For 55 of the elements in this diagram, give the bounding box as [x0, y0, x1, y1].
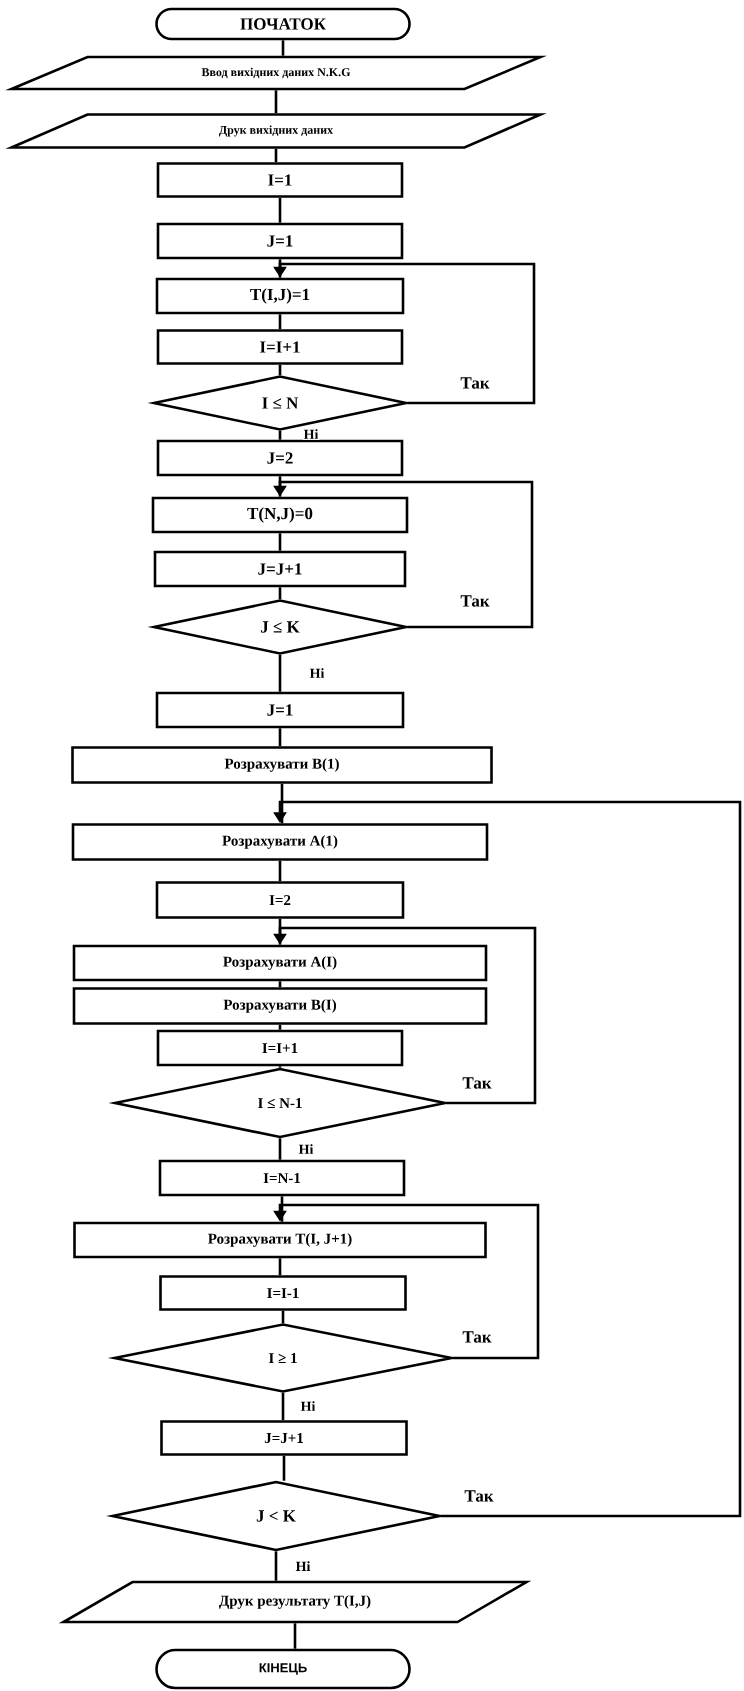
connector: [278, 860, 282, 882]
connector: [278, 1066, 282, 1068]
connector: [278, 476, 282, 497]
edge-label: Так: [459, 594, 491, 608]
process-box: Розрахувати T(I, J+1): [73, 1221, 487, 1259]
connector: [281, 40, 285, 56]
process-box: J=1: [155, 691, 405, 729]
process-box: J=1: [156, 222, 404, 260]
connector: [281, 1392, 285, 1421]
edge-label: Ні: [299, 1400, 317, 1412]
connector: [274, 90, 278, 114]
edge-label: Так: [461, 1076, 493, 1090]
connector: [274, 148, 278, 163]
edge-label: Так: [461, 1330, 493, 1344]
process-box: I=2: [155, 881, 405, 919]
process-box: T(N,J)=0: [151, 496, 409, 534]
process-box: I=1: [156, 162, 404, 198]
connector: [274, 1551, 278, 1581]
process-box: Розрахувати B(1): [71, 746, 493, 784]
process-box: Розрахувати B(I): [72, 987, 488, 1025]
connector: [280, 1196, 284, 1222]
edge-label: Ні: [302, 428, 320, 440]
process-box: Розрахувати A(1): [71, 823, 489, 861]
connector: [280, 783, 284, 824]
edge-label: Так: [463, 1489, 495, 1503]
process-box: I=N-1: [158, 1159, 406, 1197]
edge-label: Так: [459, 376, 491, 390]
edge-label: Ні: [294, 1560, 312, 1572]
connector: [282, 1455, 286, 1481]
connector: [278, 364, 282, 376]
connector: [293, 1623, 297, 1649]
process-box: J=J+1: [153, 550, 407, 588]
connector: [278, 259, 282, 278]
process-box: J=2: [156, 439, 404, 477]
process-box: I=I+1: [156, 1029, 404, 1067]
process-box: Розрахувати A(I): [72, 944, 488, 982]
process-box: J=J+1: [160, 1420, 408, 1456]
connector: [278, 1258, 282, 1276]
process-box: I=I-1: [159, 1275, 407, 1311]
process-box: T(I,J)=1: [155, 277, 405, 315]
connector: [278, 1024, 282, 1030]
edge-label: Ні: [297, 1143, 315, 1155]
process-box: I=I+1: [156, 329, 404, 365]
connector: [281, 1310, 285, 1324]
connector: [278, 587, 282, 600]
connector: [278, 981, 282, 988]
connector: [278, 654, 282, 692]
connector: [278, 918, 282, 945]
connector: [278, 197, 282, 223]
connector: [278, 314, 282, 330]
connector: [278, 728, 282, 747]
connector: [278, 430, 282, 440]
connector: [278, 533, 282, 551]
connector: [278, 1138, 282, 1160]
edge-label: Ні: [308, 667, 326, 679]
